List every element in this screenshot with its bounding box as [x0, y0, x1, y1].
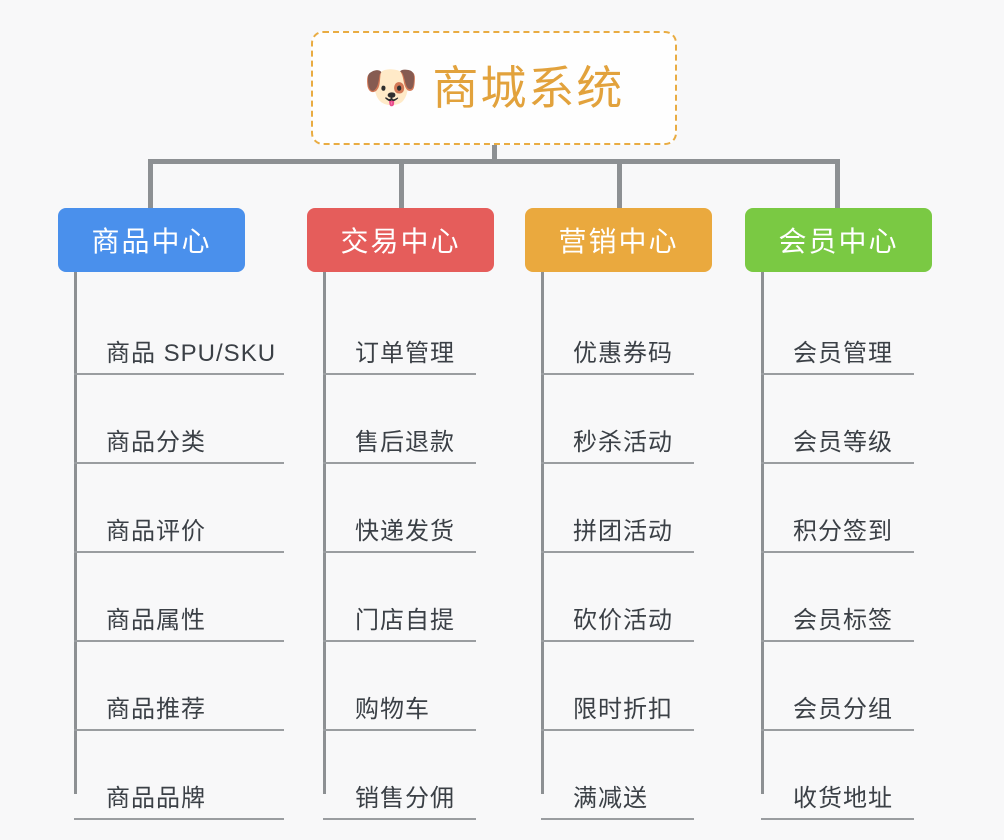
list-item[interactable]: 销售分佣 [323, 731, 476, 820]
list-item[interactable]: 商品评价 [74, 464, 284, 553]
list-item-label: 门店自提 [355, 606, 455, 634]
branch-header-label: 交易中心 [340, 226, 461, 257]
list-item-label: 销售分佣 [355, 784, 455, 812]
list-item-label: 收货地址 [793, 784, 893, 812]
list-item[interactable]: 积分签到 [761, 464, 914, 553]
list-item[interactable]: 收货地址 [761, 731, 914, 820]
list-item[interactable]: 会员等级 [761, 375, 914, 464]
connector-root-stem [492, 145, 497, 163]
list-item-label: 会员等级 [793, 428, 893, 456]
list-item-label: 秒杀活动 [573, 428, 673, 456]
branch-header-marketing-center[interactable]: 营销中心 [525, 208, 712, 272]
list-item[interactable]: 限时折扣 [541, 642, 694, 731]
list-item[interactable]: 砍价活动 [541, 553, 694, 642]
list-item-label: 拼团活动 [573, 517, 673, 545]
branch-header-product-center[interactable]: 商品中心 [58, 208, 245, 272]
list-item-label: 会员管理 [793, 339, 893, 367]
branch-header-label: 营销中心 [558, 226, 679, 257]
list-item-label: 积分签到 [793, 517, 893, 545]
list-item-label: 订单管理 [355, 339, 455, 367]
list-item[interactable]: 优惠券码 [541, 286, 694, 375]
branch-trade-center: 交易中心 订单管理 售后退款 快递发货 门店自提 购物车 销售分佣 [307, 208, 505, 820]
list-item[interactable]: 商品属性 [74, 553, 284, 642]
list-item[interactable]: 商品推荐 [74, 642, 284, 731]
list-item[interactable]: 秒杀活动 [541, 375, 694, 464]
list-item-label: 会员标签 [793, 606, 893, 634]
list-item[interactable]: 快递发货 [323, 464, 476, 553]
list-item-label: 限时折扣 [573, 695, 673, 723]
list-item[interactable]: 订单管理 [323, 286, 476, 375]
list-item-label: 商品推荐 [106, 695, 206, 723]
connector-horizontal-bus [148, 159, 840, 164]
root-title: 商城系统 [432, 62, 625, 114]
list-item-label: 购物车 [355, 695, 430, 723]
list-item-label: 满减送 [573, 784, 648, 812]
branch-header-trade-center[interactable]: 交易中心 [307, 208, 494, 272]
list-item[interactable]: 商品分类 [74, 375, 284, 464]
list-item[interactable]: 满减送 [541, 731, 694, 820]
branch-body: 商品 SPU/SKU 商品分类 商品评价 商品属性 商品推荐 商品品牌 [58, 272, 286, 820]
branch-header-label: 商品中心 [91, 226, 212, 257]
connector-drop-2 [399, 159, 404, 209]
list-item-label: 商品评价 [106, 517, 206, 545]
list-item[interactable]: 门店自提 [323, 553, 476, 642]
branch-header-label: 会员中心 [778, 226, 899, 257]
list-item-label: 优惠券码 [573, 339, 673, 367]
list-item[interactable]: 会员分组 [761, 642, 914, 731]
list-item[interactable]: 会员管理 [761, 286, 914, 375]
list-item[interactable]: 购物车 [323, 642, 476, 731]
branch-marketing-center: 营销中心 优惠券码 秒杀活动 拼团活动 砍价活动 限时折扣 满减送 [525, 208, 723, 820]
list-item-label: 快递发货 [355, 517, 455, 545]
list-item-label: 商品 SPU/SKU [106, 339, 277, 367]
list-item-label: 会员分组 [793, 695, 893, 723]
root-node[interactable]: 🐶 商城系统 [311, 31, 677, 145]
list-item-label: 商品属性 [106, 606, 206, 634]
list-item[interactable]: 拼团活动 [541, 464, 694, 553]
branch-body: 订单管理 售后退款 快递发货 门店自提 购物车 销售分佣 [307, 272, 505, 820]
list-item-label: 商品分类 [106, 428, 206, 456]
branch-spine [323, 272, 326, 794]
connector-drop-3 [617, 159, 622, 209]
branch-member-center: 会员中心 会员管理 会员等级 积分签到 会员标签 会员分组 收货地址 [745, 208, 943, 820]
list-item-label: 售后退款 [355, 428, 455, 456]
branch-spine [541, 272, 544, 794]
list-item[interactable]: 商品品牌 [74, 731, 284, 820]
branch-spine [74, 272, 77, 794]
branch-body: 优惠券码 秒杀活动 拼团活动 砍价活动 限时折扣 满减送 [525, 272, 723, 820]
list-item[interactable]: 商品 SPU/SKU [74, 286, 284, 375]
list-item-label: 商品品牌 [106, 784, 206, 812]
branch-header-member-center[interactable]: 会员中心 [745, 208, 932, 272]
branch-body: 会员管理 会员等级 积分签到 会员标签 会员分组 收货地址 [745, 272, 943, 820]
connector-drop-4 [835, 159, 840, 209]
branch-spine [761, 272, 764, 794]
shiba-dog-face-icon: 🐶 [363, 63, 419, 112]
list-item[interactable]: 会员标签 [761, 553, 914, 642]
list-item[interactable]: 售后退款 [323, 375, 476, 464]
branch-product-center: 商品中心 商品 SPU/SKU 商品分类 商品评价 商品属性 商品推荐 商品品牌 [58, 208, 286, 820]
list-item-label: 砍价活动 [573, 606, 673, 634]
connector-drop-1 [148, 159, 153, 209]
